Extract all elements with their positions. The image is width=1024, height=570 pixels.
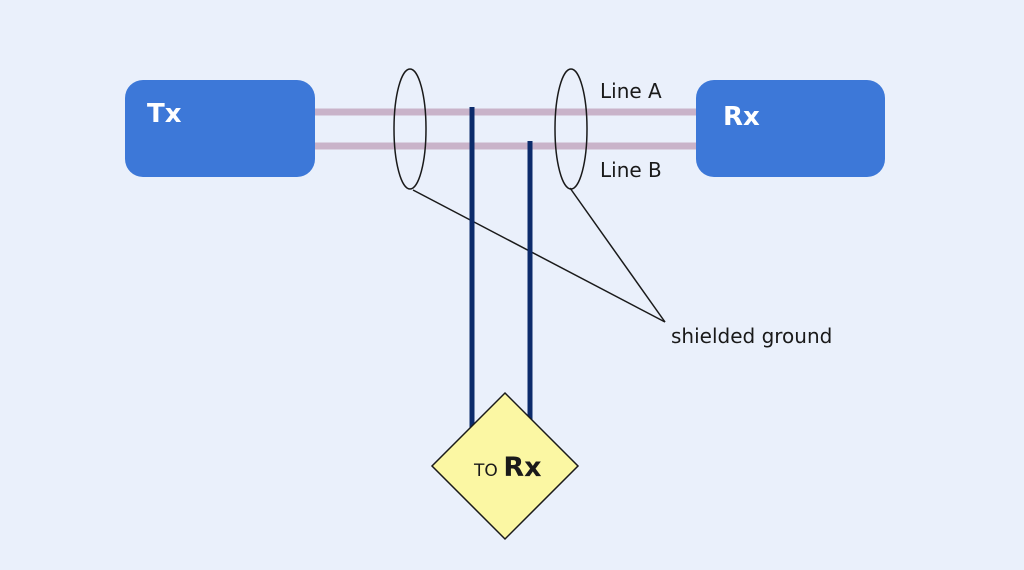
- receiver-diamond: [430, 391, 580, 541]
- receiver-node-label: Rx: [503, 452, 542, 483]
- rx-label: Rx: [723, 102, 760, 132]
- shield-ellipse-right: [554, 68, 588, 190]
- line-b-label: Line B: [600, 158, 662, 182]
- receiver-node-text: TO Rx: [474, 452, 542, 483]
- tx-box: Tx: [125, 80, 315, 177]
- tx-label: Tx: [147, 99, 182, 129]
- shielded-ground-label: shielded ground: [671, 324, 833, 348]
- shield-callout-right: [569, 187, 666, 323]
- line-a-label: Line A: [600, 79, 662, 103]
- shield-callout-left: [412, 189, 666, 323]
- shield-ellipse-left: [393, 68, 427, 190]
- receiver-node-prefix: TO: [474, 461, 498, 481]
- rx-box: Rx: [696, 80, 885, 177]
